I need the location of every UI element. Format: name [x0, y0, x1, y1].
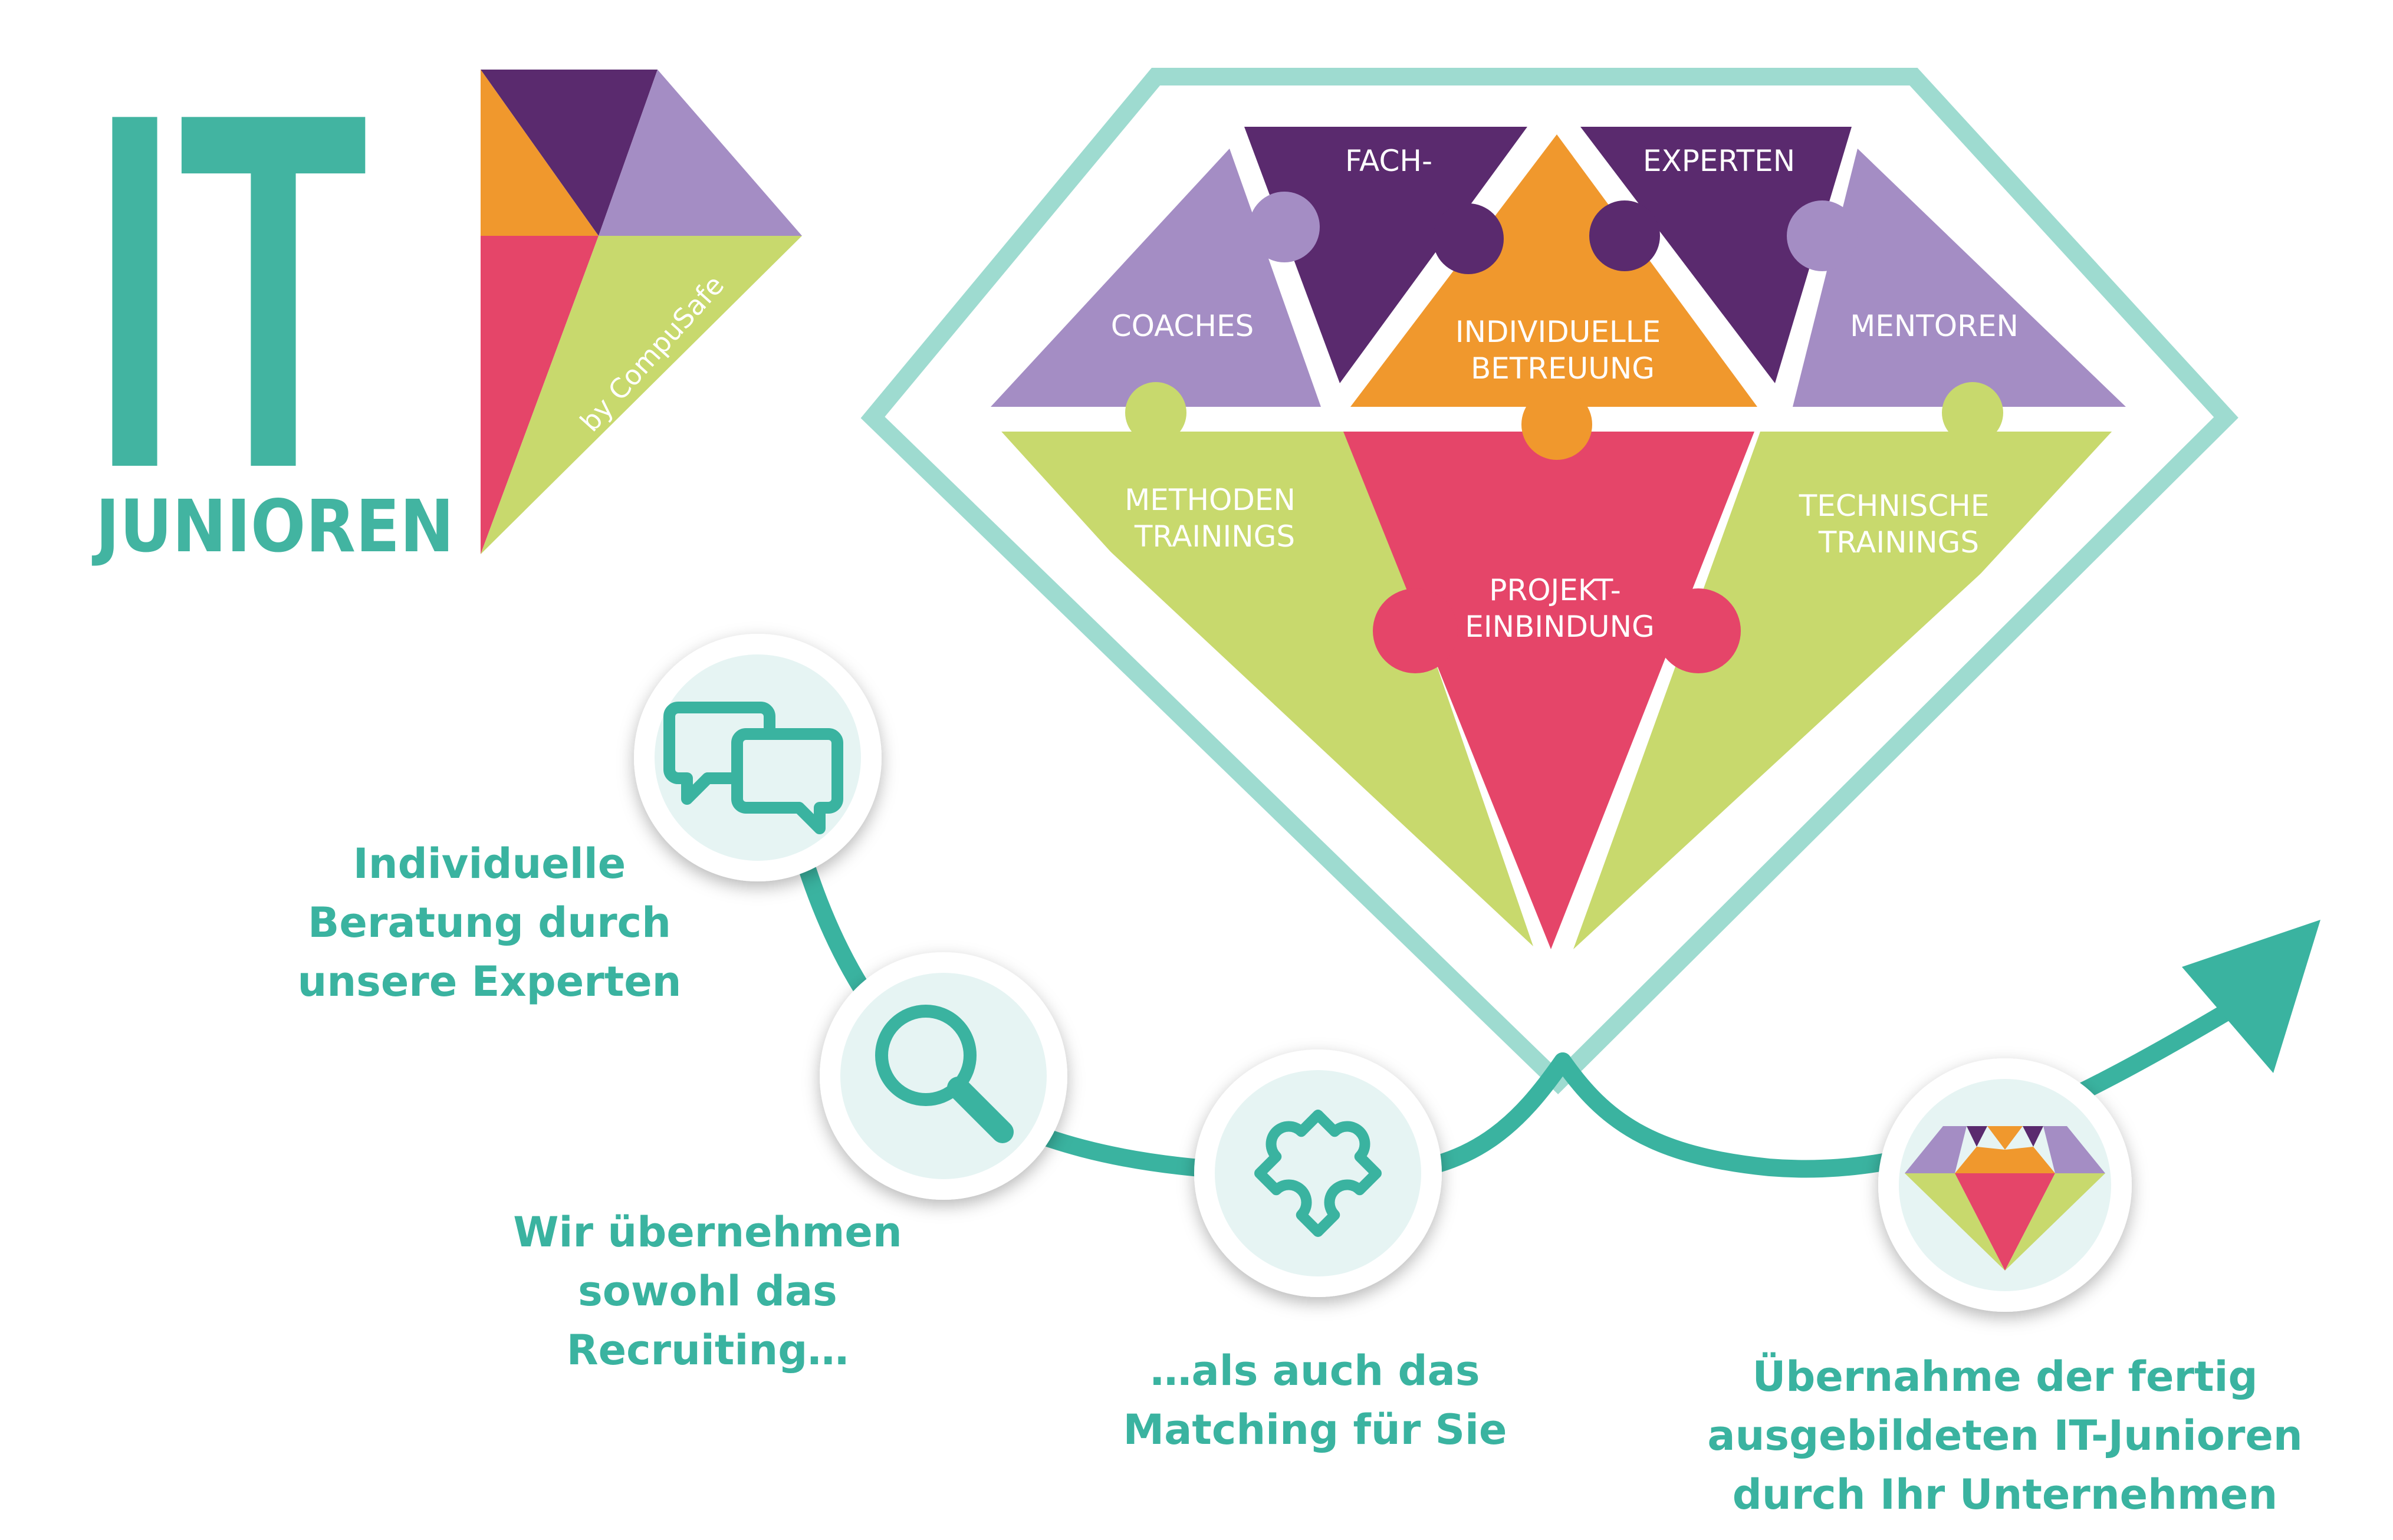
label-betreuung: INDIVIDUELLE BETREUUNG: [1455, 315, 1670, 386]
piece-fach: [1244, 127, 1527, 383]
diamond-puzzle: COACHES FACH- EXPERTEN INDIVIDUELLE BETR…: [982, 127, 2135, 949]
piece-experten: [1580, 127, 1852, 383]
label-projekt: PROJEKT- EINBINDUNG: [1465, 573, 1654, 644]
knob-experten: [1589, 200, 1660, 271]
knob-betreuung: [1521, 389, 1592, 460]
journey-path: [775, 775, 2320, 1183]
piece-projekt: [1343, 432, 1754, 949]
knob-projekt-left: [1373, 588, 1458, 673]
label-coaches: COACHES: [1111, 309, 1254, 343]
logo-junioren: JUNIOREN: [92, 485, 454, 568]
piece-mentoren: [1793, 149, 2126, 407]
arrow-head-icon: [2182, 920, 2320, 1073]
knob-fach: [1433, 203, 1504, 274]
label-methoden: METHODEN TRAININGS: [1125, 483, 1305, 554]
diamond-frame: [860, 68, 2238, 1095]
knob-technische: [1942, 382, 2003, 443]
logo: IT JUNIOREN by CompuSafe: [91, 7, 802, 574]
caption-uebernahme: Übernahme der fertig ausgebildeten IT-Ju…: [1707, 1353, 2303, 1519]
puzzle-piece-icon: [1254, 1110, 1382, 1237]
piece-betreuung: [1350, 134, 1757, 407]
label-experten: EXPERTEN: [1643, 144, 1795, 178]
logo-triangle-mark: [481, 70, 802, 554]
diamond-icon: [1905, 1126, 2105, 1271]
logo-it: IT: [91, 7, 369, 574]
caption-matching: …als auch das Matching für Sie: [1123, 1347, 1507, 1454]
label-fach: FACH-: [1345, 144, 1432, 178]
knob-projekt-right: [1656, 588, 1741, 673]
step-chat: [634, 634, 882, 881]
label-technische: TECHNISCHE TRAININGS: [1799, 489, 1999, 560]
chat-bubbles-icon: [663, 702, 843, 834]
magnifier-icon: [875, 1005, 1014, 1143]
knob-mentoren: [1787, 200, 1858, 271]
caption-beratung: Individuelle Beratung durch unsere Exper…: [297, 840, 682, 1006]
piece-coaches: [991, 149, 1321, 407]
step-diamond: [1878, 1058, 2132, 1312]
knob-methoden: [1125, 382, 1186, 443]
caption-recruiting: Wir übernehmen sowohl das Recruiting…: [513, 1208, 902, 1374]
step-magnifier: [820, 952, 1067, 1200]
label-mentoren: MENTOREN: [1850, 309, 2019, 343]
step-puzzle: [1194, 1049, 1442, 1297]
knob-coaches: [1249, 192, 1320, 262]
